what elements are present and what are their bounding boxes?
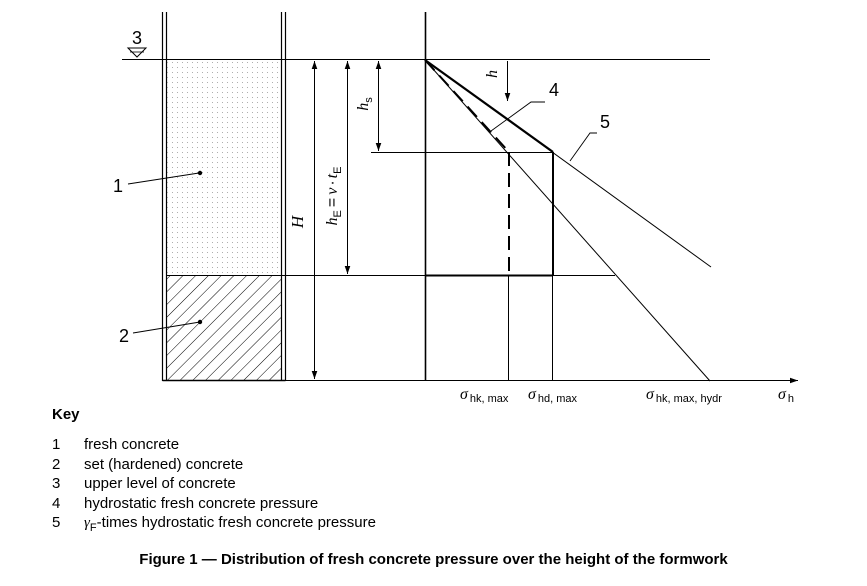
key-item-text: upper level of concrete [84, 475, 236, 492]
key-item: 5 γF-times hydrostatic fresh concrete pr… [52, 513, 572, 539]
callout-5: 5 [600, 112, 610, 132]
level-triangle-icon [126, 47, 148, 58]
label-depth-h: h [484, 70, 501, 78]
key-item-number: 4 [52, 494, 61, 512]
callout-2-leader [132, 321, 201, 334]
key-item-5-text: -times hydrostatic fresh concrete pressu… [96, 514, 376, 531]
label-hs: hs [355, 97, 375, 111]
callout-3: 3 [132, 28, 142, 48]
key-item: 1 fresh concrete [52, 435, 572, 455]
key-item-text: fresh concrete [84, 436, 180, 453]
callout-2: 2 [119, 326, 129, 346]
key-item: 3 upper level of concrete [52, 474, 572, 494]
callout-1-point [197, 170, 203, 176]
fresh-concrete-zone [166, 60, 282, 275]
callout-2-point [197, 319, 203, 325]
gamma-symbol: γ [84, 515, 90, 531]
key-item: 2 set (hardened) concrete [52, 455, 572, 475]
key-item: 4 hydrostatic fresh concrete pressure [52, 494, 572, 514]
callout-1: 1 [113, 176, 123, 196]
set-concrete-zone [166, 275, 282, 380]
callout-1-leader [127, 172, 200, 185]
gamma-hydrostatic-pressure-line [424, 59, 712, 268]
key-item-text: hydrostatic fresh concrete pressure [84, 494, 319, 512]
key-item-number: 3 [52, 475, 61, 492]
gamma-subscript: F [89, 522, 97, 534]
callout-5-leader [569, 132, 597, 162]
key-item-number: 1 [52, 436, 61, 453]
key-item-number: 5 [52, 514, 61, 531]
figure-caption: Figure 1 — Distribution of fresh concret… [139, 551, 728, 568]
callout-4-leader [490, 101, 545, 132]
key-legend: Key 1 fresh concrete 2 set (hardened) co… [52, 406, 572, 539]
key-title: Key [52, 406, 80, 423]
key-item-text: γF-times hydrostatic fresh concrete pres… [84, 513, 376, 539]
key-item-number: 2 [52, 455, 61, 473]
label-hE-equation: hE=v·tE [324, 167, 344, 226]
hydrostatic-pressure-line [424, 59, 711, 382]
label-H: H [288, 214, 307, 229]
key-item-text: set (hardened) concrete [84, 455, 244, 473]
callout-4: 4 [549, 80, 559, 100]
